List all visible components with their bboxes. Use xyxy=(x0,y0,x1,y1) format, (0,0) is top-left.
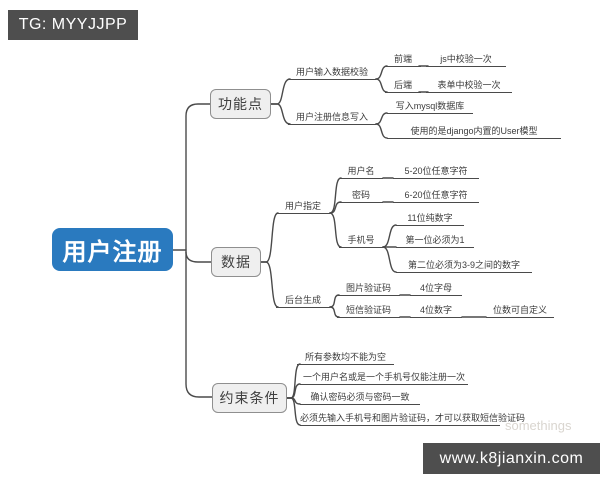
node-phone-rule-second[interactable]: 第二位必须为3-9之间的数字 xyxy=(396,258,532,273)
node-frontend[interactable]: 前端 xyxy=(385,52,421,67)
node-user-specified[interactable]: 用户指定 xyxy=(276,199,330,214)
node-phone-rule-first[interactable]: 第一位必须为1 xyxy=(396,233,474,248)
branch-data[interactable]: 数据 xyxy=(211,247,261,277)
node-input-validation[interactable]: 用户输入数据校验 xyxy=(288,65,376,80)
node-sms-code-rule[interactable]: 4位数字 xyxy=(410,303,462,318)
telegram-badge: TG: MYYJJPP xyxy=(8,10,138,40)
branch-function-points[interactable]: 功能点 xyxy=(210,89,271,119)
node-image-captcha-rule[interactable]: 4位字母 xyxy=(410,281,462,296)
node-sms-code-note[interactable]: 位数可自定义 xyxy=(486,303,554,318)
node-username-rule[interactable]: 5-20位任意字符 xyxy=(393,164,479,179)
node-backend[interactable]: 后端 xyxy=(385,78,421,93)
node-frontend-detail[interactable]: js中校验一次 xyxy=(426,52,506,67)
node-phone-rule-digits[interactable]: 11位纯数字 xyxy=(396,211,464,226)
website-badge: www.k8jianxin.com xyxy=(423,443,600,474)
node-password-rule[interactable]: 6-20位任意字符 xyxy=(393,188,479,203)
node-image-captcha[interactable]: 图片验证码 xyxy=(337,281,400,296)
node-backend-detail[interactable]: 表单中校验一次 xyxy=(426,78,512,93)
node-write-mysql[interactable]: 写入mysql数据库 xyxy=(387,99,473,114)
node-backend-generated[interactable]: 后台生成 xyxy=(276,293,330,308)
node-django-user-model[interactable]: 使用的是django内置的User模型 xyxy=(387,124,561,139)
root-node-user-registration[interactable]: 用户注册 xyxy=(52,228,173,271)
node-constraint-password-match[interactable]: 确认密码必须与密码一致 xyxy=(300,390,420,405)
node-sms-code[interactable]: 短信验证码 xyxy=(337,303,400,318)
node-password[interactable]: 密码 xyxy=(339,188,383,203)
node-constraint-sms-prereq[interactable]: 必须先输入手机号和图片验证码，才可以获取短信验证码 xyxy=(300,411,525,426)
node-phone[interactable]: 手机号 xyxy=(339,233,383,248)
node-username[interactable]: 用户名 xyxy=(339,164,383,179)
node-registration-write[interactable]: 用户注册信息写入 xyxy=(288,110,376,125)
faint-watermark: somethings xyxy=(505,418,572,433)
node-constraint-register-once[interactable]: 一个用户名或是一个手机号仅能注册一次 xyxy=(300,370,468,385)
branch-constraints[interactable]: 约束条件 xyxy=(212,383,287,413)
node-constraint-not-empty[interactable]: 所有参数均不能为空 xyxy=(297,350,394,365)
